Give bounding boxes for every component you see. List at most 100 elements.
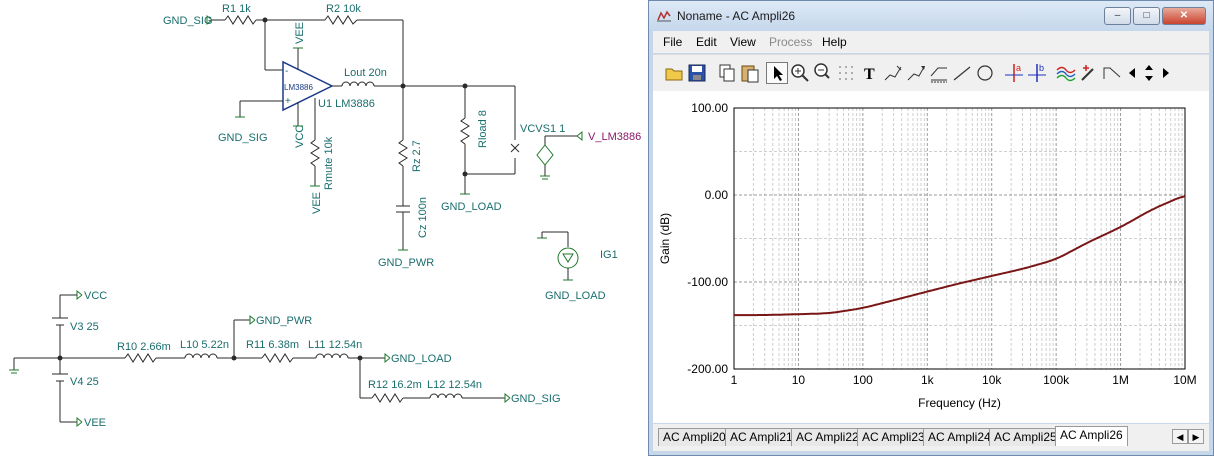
vee-label-rmute: VEE bbox=[311, 192, 323, 214]
x-tick-label: 10M bbox=[1173, 373, 1196, 387]
menu-process[interactable]: Process bbox=[769, 35, 813, 49]
u1-label: U1 LM3886 bbox=[318, 98, 375, 110]
inductor-l10[interactable]: L10 5.22n bbox=[180, 339, 229, 359]
resistor-r10[interactable]: R10 2.66m bbox=[117, 341, 171, 363]
vee-label-supply: VEE bbox=[84, 417, 106, 429]
x-tick-label: 1k bbox=[921, 373, 935, 387]
current-generator-ig1[interactable]: IG1 GND_LOAD bbox=[537, 231, 618, 302]
tab-ac-ampli22[interactable]: AC Ampli22 bbox=[791, 428, 864, 446]
vcvs-label: VCVS1 1 bbox=[520, 123, 565, 135]
menu-help[interactable]: Help bbox=[822, 35, 847, 49]
marker-icon[interactable] bbox=[1078, 62, 1100, 84]
gain-curve[interactable] bbox=[734, 195, 1186, 317]
gnd-sig-label: GND_SIG bbox=[163, 15, 213, 27]
tab-scroll-right-icon[interactable]: ▶ bbox=[1188, 429, 1204, 444]
resistor-rz[interactable]: Rz 2.7 bbox=[398, 139, 423, 172]
gnd-sig-input-port[interactable]: GND_SIG bbox=[163, 14, 225, 27]
gnd-load-label-2: GND_LOAD bbox=[545, 290, 606, 302]
pen-arrow-icon[interactable] bbox=[905, 62, 927, 84]
title-bar[interactable]: Noname - AC Ampli26 – □ ✕ bbox=[649, 1, 1213, 31]
y-tick-label: -100.00 bbox=[687, 275, 728, 289]
opamp-part-label: LM3886 bbox=[284, 83, 313, 92]
circle-icon[interactable] bbox=[974, 62, 996, 84]
window-title: Noname - AC Ampli26 bbox=[677, 9, 796, 23]
supply-v4[interactable]: V4 25 VEE bbox=[52, 358, 106, 429]
inductor-l12[interactable]: L12 12.54n bbox=[427, 379, 482, 399]
line-icon[interactable] bbox=[951, 62, 973, 84]
x-tick-label: 10k bbox=[982, 373, 1002, 387]
opamp-minus: - bbox=[285, 66, 288, 77]
maximize-button[interactable]: □ bbox=[1133, 7, 1160, 25]
resistor-rload[interactable]: Rload 8 bbox=[460, 110, 489, 148]
axis-icon[interactable] bbox=[928, 62, 950, 84]
nav-right-icon[interactable] bbox=[1158, 62, 1174, 84]
pen-icon[interactable] bbox=[882, 62, 904, 84]
resistor-r1[interactable]: R1 1k bbox=[222, 3, 257, 25]
vee-label-top: VEE bbox=[294, 22, 306, 44]
plot-frame bbox=[733, 107, 1186, 370]
tab-ac-ampli24[interactable]: AC Ampli24 bbox=[923, 428, 996, 446]
y-axis-label: Gain (dB) bbox=[658, 213, 672, 264]
vcvs1[interactable]: VCVS1 1 V_LM3886 bbox=[510, 86, 641, 180]
gnd-sig-label-3: GND_SIG bbox=[511, 393, 561, 405]
analysis-tab-bar: AC Ampli20 AC Ampli21 AC Ampli22 AC Ampl… bbox=[653, 424, 1209, 451]
step-icon[interactable] bbox=[1101, 62, 1123, 84]
r11-label: R11 6.38m bbox=[246, 339, 299, 351]
nav-updown-icon[interactable] bbox=[1141, 62, 1157, 84]
v-out-label: V_LM3886 bbox=[588, 131, 641, 143]
rload-label: Rload 8 bbox=[477, 110, 489, 148]
tab-ac-ampli20[interactable]: AC Ampli20 bbox=[658, 428, 731, 446]
l10-label: L10 5.22n bbox=[180, 339, 229, 351]
vcc-label-opamp: VCC bbox=[294, 125, 306, 148]
resistor-r11[interactable]: R11 6.38m bbox=[246, 339, 299, 363]
v3-label: V3 25 bbox=[70, 321, 99, 333]
x-axis-label: Frequency (Hz) bbox=[918, 396, 1001, 410]
r10-label: R10 2.66m bbox=[117, 341, 171, 353]
tab-ac-ampli26[interactable]: AC Ampli26 bbox=[1055, 426, 1128, 446]
gnd-pwr-label-2: GND_PWR bbox=[256, 315, 312, 327]
r1-label: R1 1k bbox=[222, 3, 251, 15]
inductor-lout[interactable]: Lout 20n bbox=[341, 67, 387, 87]
nav-left-icon[interactable] bbox=[1124, 62, 1140, 84]
x-tick-label: 10 bbox=[792, 373, 806, 387]
supply-v3[interactable]: VCC V3 25 bbox=[52, 289, 107, 358]
tab-scroll-left-icon[interactable]: ◀ bbox=[1172, 429, 1188, 444]
copy-icon[interactable] bbox=[716, 62, 738, 84]
inductor-l11[interactable]: L11 12.54n bbox=[308, 339, 362, 359]
capacitor-cz[interactable]: Cz 100n bbox=[396, 197, 429, 238]
menu-file[interactable]: File bbox=[663, 35, 683, 49]
tab-ac-ampli23[interactable]: AC Ampli23 bbox=[857, 428, 930, 446]
r2-label: R2 10k bbox=[326, 3, 361, 15]
x-tick-label: 1M bbox=[1112, 373, 1129, 387]
pointer-icon[interactable] bbox=[766, 62, 788, 84]
schematic-canvas[interactable]: GND_SIG R1 1k R2 10k - + LM3886 U1 LM388… bbox=[0, 0, 648, 456]
menu-edit[interactable]: Edit bbox=[696, 35, 717, 49]
tab-ac-ampli21[interactable]: AC Ampli21 bbox=[725, 428, 798, 446]
text-icon[interactable]: T bbox=[859, 62, 881, 84]
opamp-u1[interactable]: - + LM3886 U1 LM3886 bbox=[282, 60, 375, 112]
close-button[interactable]: ✕ bbox=[1162, 7, 1206, 25]
minimize-button[interactable]: – bbox=[1104, 7, 1131, 25]
y-tick-labels: 100.000.00-100.00-200.00 bbox=[687, 101, 728, 376]
v4-label: V4 25 bbox=[70, 376, 99, 388]
resistor-r2[interactable]: R2 10k bbox=[324, 3, 361, 25]
menu-bar: File Edit View Process Help bbox=[653, 31, 1209, 53]
cursor-a-icon[interactable]: a bbox=[1003, 62, 1025, 84]
open-icon[interactable] bbox=[663, 62, 685, 84]
zoom-in-icon[interactable] bbox=[789, 62, 811, 84]
menu-view[interactable]: View bbox=[730, 35, 756, 49]
zoom-fit-icon[interactable] bbox=[812, 62, 834, 84]
curves-icon[interactable] bbox=[1055, 62, 1077, 84]
rmute-label: Rmute 10k bbox=[323, 136, 335, 190]
toolbar: T a b bbox=[653, 54, 1209, 91]
gnd-sig-label-2: GND_SIG bbox=[218, 132, 268, 144]
paste-icon[interactable] bbox=[739, 62, 761, 84]
resistor-r12[interactable]: R12 16.2m bbox=[368, 379, 422, 403]
opamp-plus: + bbox=[285, 96, 291, 107]
tab-ac-ampli25[interactable]: AC Ampli25 bbox=[989, 428, 1062, 446]
resistor-rmute[interactable]: Rmute 10k bbox=[310, 136, 335, 190]
save-icon[interactable] bbox=[686, 62, 708, 84]
cursor-b-icon[interactable]: b bbox=[1026, 62, 1048, 84]
grid-icon[interactable] bbox=[835, 62, 857, 84]
